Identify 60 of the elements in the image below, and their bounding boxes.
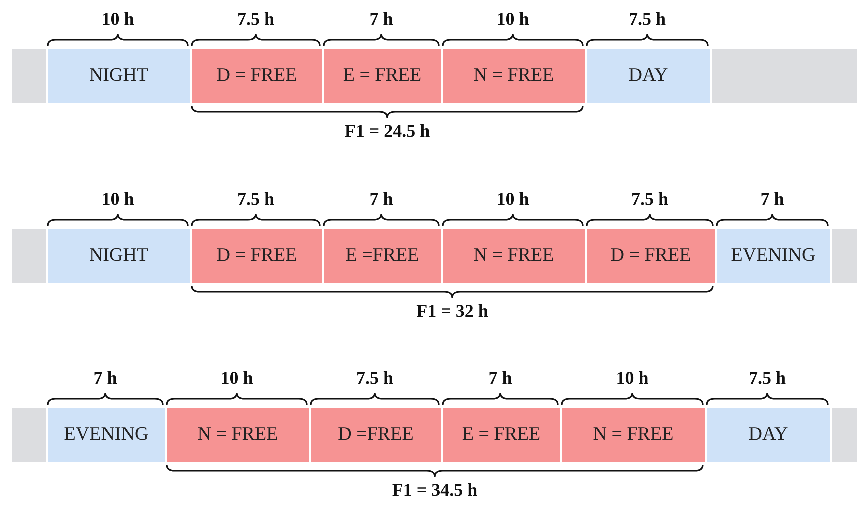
shift-block [190, 49, 322, 103]
duration-label: 10 h [496, 189, 530, 210]
shift-label: N = FREE [474, 65, 554, 87]
shift-label: NIGHT [89, 245, 149, 267]
shift-block [441, 408, 560, 462]
shift-block [441, 229, 585, 283]
duration-label: 7 h [488, 368, 512, 389]
shift-label: N = FREE [474, 245, 554, 267]
duration-label: 7.5 h [632, 189, 668, 210]
duration-label: 7 h [370, 9, 394, 30]
shift-label: D = FREE [216, 245, 298, 267]
shift-label: EVENING [64, 424, 149, 446]
shift-block [165, 408, 309, 462]
shift-label: EVENING [731, 245, 816, 267]
duration-label: 10 h [616, 368, 649, 389]
shift-label: DAY [748, 424, 788, 446]
duration-label: 10 h [220, 368, 254, 389]
shift-block [190, 229, 322, 283]
timeline-end-bar [710, 49, 857, 103]
shift-label: DAY [628, 65, 668, 87]
free-period-label: F1 = 32 h [416, 301, 488, 322]
duration-label: 10 h [496, 9, 530, 30]
shift-label: D = FREE [610, 245, 692, 267]
shift-label: E = FREE [462, 424, 541, 446]
timeline-end-bar [10, 408, 46, 462]
shift-block [309, 408, 441, 462]
timeline-end-bar [10, 229, 46, 283]
shift-label: E =FREE [346, 245, 420, 267]
duration-label: 10 h [102, 9, 134, 30]
shift-label: D =FREE [338, 424, 414, 446]
duration-label: 7.5 h [356, 368, 394, 389]
duration-label: 7.5 h [238, 9, 274, 30]
duration-label: 10 h [102, 189, 134, 210]
shift-block [585, 229, 715, 283]
duration-label: 7.5 h [749, 368, 786, 389]
shift-block [322, 49, 441, 103]
shift-block [705, 408, 830, 462]
duration-label: 7 h [370, 189, 394, 210]
timeline-end-bar [830, 229, 857, 283]
free-period-label: F1 = 34.5 h [392, 480, 478, 501]
shift-label: E = FREE [343, 65, 422, 87]
shift-label: NIGHT [89, 65, 149, 87]
shift-block [46, 49, 190, 103]
shift-label: N = FREE [593, 424, 674, 446]
duration-label: 7 h [760, 189, 784, 210]
timeline-end-bar [10, 49, 46, 103]
shift-block [46, 229, 190, 283]
shift-block [46, 408, 165, 462]
shift-block [441, 49, 585, 103]
shift-block [322, 229, 441, 283]
shift-block [560, 408, 705, 462]
shift-block [715, 229, 830, 283]
duration-label: 7 h [94, 368, 118, 389]
shift-label: N = FREE [198, 424, 278, 446]
timeline-end-bar [830, 408, 857, 462]
shift-label: D = FREE [216, 65, 298, 87]
shift-block [585, 49, 710, 103]
duration-label: 7.5 h [238, 189, 274, 210]
free-period-label: F1 = 24.5 h [344, 121, 430, 142]
duration-label: 7.5 h [629, 9, 666, 30]
